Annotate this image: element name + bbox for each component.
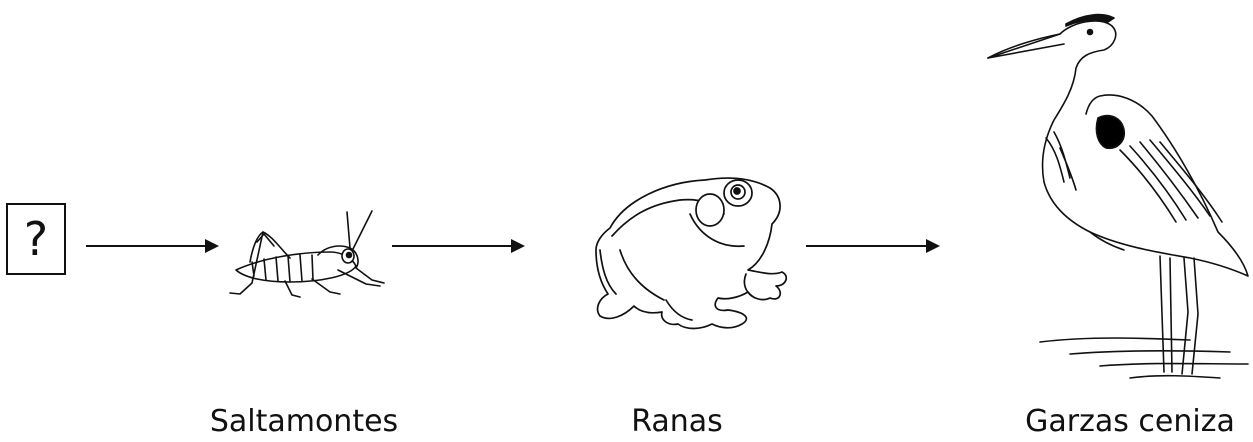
unknown-organism-box: ? <box>6 203 66 275</box>
question-mark: ? <box>23 212 49 266</box>
label-frog: Ranas <box>631 404 723 439</box>
label-grasshopper: Saltamontes <box>209 404 399 439</box>
grasshopper-icon <box>229 210 385 298</box>
heron-icon <box>987 13 1249 379</box>
label-heron: Garzas ceniza <box>1025 404 1235 439</box>
frog-icon <box>595 177 788 330</box>
